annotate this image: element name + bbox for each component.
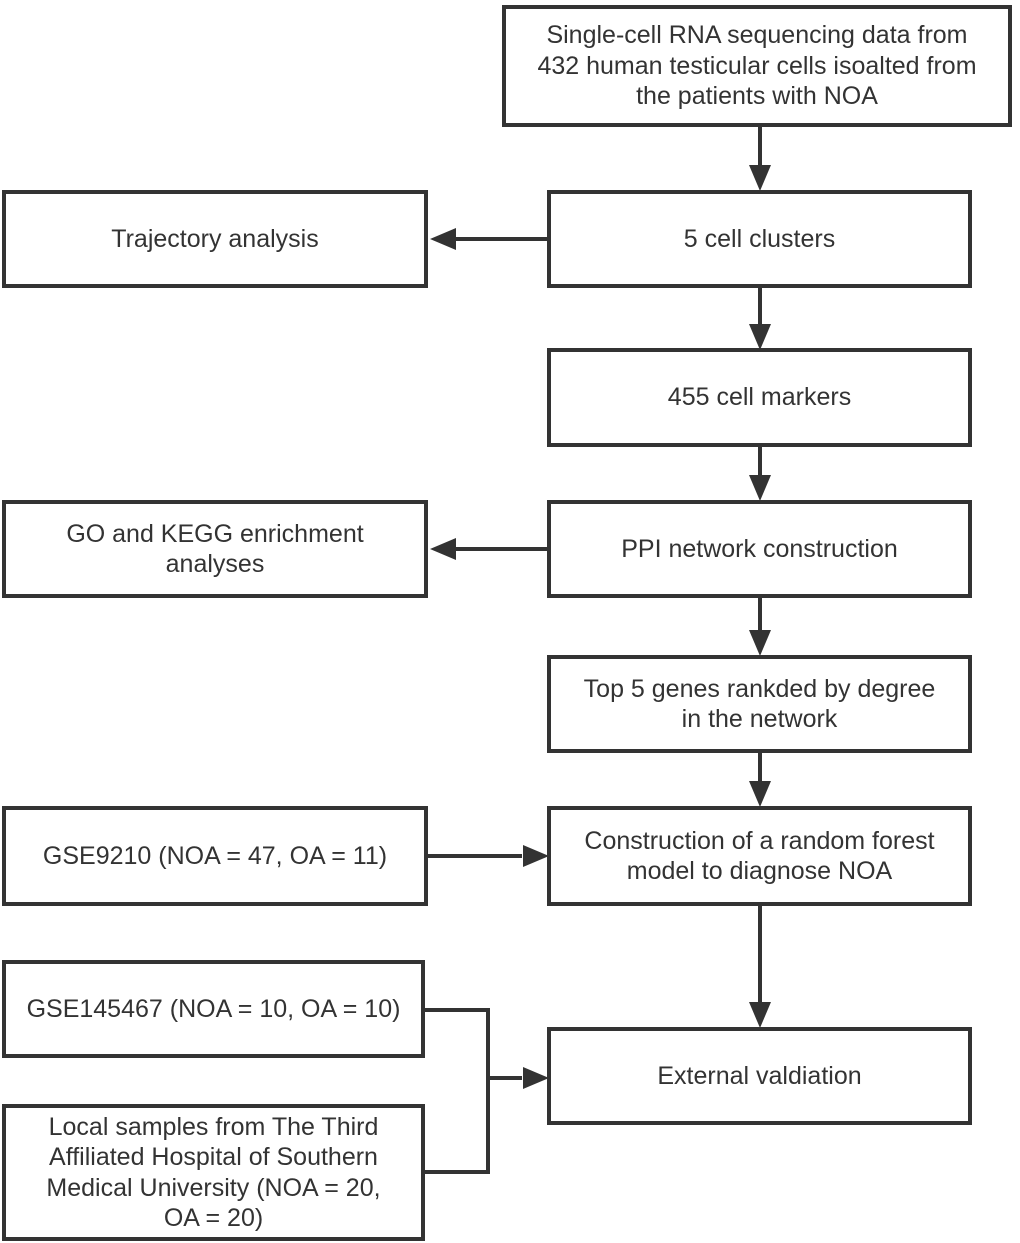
box-external-validation: External valdiation	[547, 1027, 972, 1125]
box-random-forest-model: Construction of a random forest model to…	[547, 806, 972, 906]
box-gse145467-dataset: GSE145467 (NOA = 10, OA = 10)	[2, 960, 425, 1058]
box-go-kegg-enrichment: GO and KEGG enrichment analyses	[2, 500, 428, 598]
box-cell-clusters: 5 cell clusters	[547, 190, 972, 288]
box-cell-markers: 455 cell markers	[547, 348, 972, 447]
box-source-data: Single-cell RNA sequencing data from 432…	[502, 5, 1012, 127]
arrow-source-to-clusters	[749, 127, 771, 191]
box-ppi-network: PPI network construction	[547, 500, 972, 598]
arrow-clusters-to-trajectory	[430, 228, 547, 250]
box-top5-genes: Top 5 genes rankded by degree in the net…	[547, 655, 972, 753]
arrow-ppi-to-go-kegg	[430, 538, 547, 560]
bracket-validation-inputs	[425, 1008, 549, 1174]
arrow-markers-to-ppi	[749, 447, 771, 501]
box-local-samples: Local samples from The Third Affiliated …	[2, 1104, 425, 1241]
box-gse9210-dataset: GSE9210 (NOA = 47, OA = 11)	[2, 806, 428, 906]
arrow-clusters-to-markers	[749, 288, 771, 350]
box-trajectory-analysis: Trajectory analysis	[2, 190, 428, 288]
arrow-random-forest-to-validation	[749, 906, 771, 1028]
arrow-top5-to-random-forest	[749, 753, 771, 807]
arrow-ppi-to-top5	[749, 598, 771, 656]
arrow-gse9210-to-random-forest	[428, 845, 549, 867]
